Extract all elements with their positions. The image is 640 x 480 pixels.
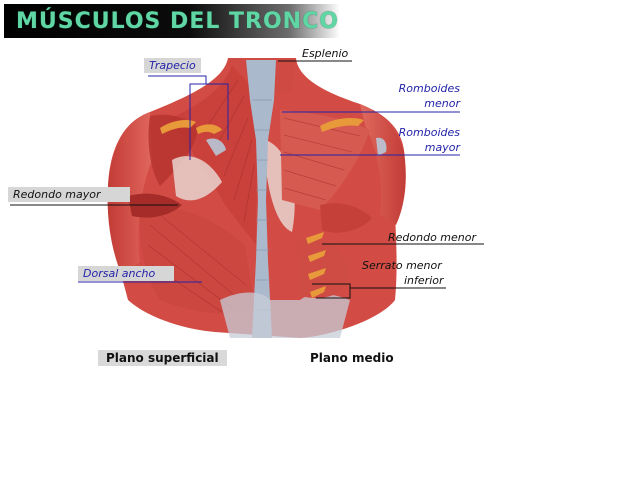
label-serrato-1: Serrato menor xyxy=(362,259,442,272)
caption-plano-medio: Plano medio xyxy=(310,351,394,365)
title-bar: MÚSCULOS DEL TRONCO xyxy=(4,4,340,38)
label-romboides-mayor-2: mayor xyxy=(424,141,460,154)
fascia-patches xyxy=(172,140,295,232)
label-romboides-menor-1: Romboides xyxy=(398,82,460,95)
thoracolumbar-fascia xyxy=(220,292,350,338)
teres-minor-right xyxy=(320,203,372,233)
leader-lines xyxy=(10,60,484,299)
label-redondo-mayor: Redondo mayor xyxy=(8,187,130,202)
label-esplenio: Esplenio xyxy=(302,47,349,60)
tendons xyxy=(160,118,364,298)
label-serrato-2: inferior xyxy=(404,274,444,287)
label-redondo-menor: Redondo menor xyxy=(388,231,477,244)
page-title: MÚSCULOS DEL TRONCO xyxy=(16,9,339,34)
label-dorsal-ancho: Dorsal ancho xyxy=(78,266,174,281)
label-romboides-menor-2: menor xyxy=(424,97,460,110)
deltoid-left xyxy=(148,114,198,186)
serratus-posterior-inferior xyxy=(296,237,350,299)
rhomboid-muscles xyxy=(280,110,370,210)
caption-plano-superficial: Plano superficial xyxy=(98,350,227,366)
label-trapecio: Trapecio xyxy=(144,58,201,73)
teres-major-left xyxy=(128,193,182,218)
label-romboides-mayor-1: Romboides xyxy=(398,126,460,139)
shoulder-fascia xyxy=(206,137,387,156)
